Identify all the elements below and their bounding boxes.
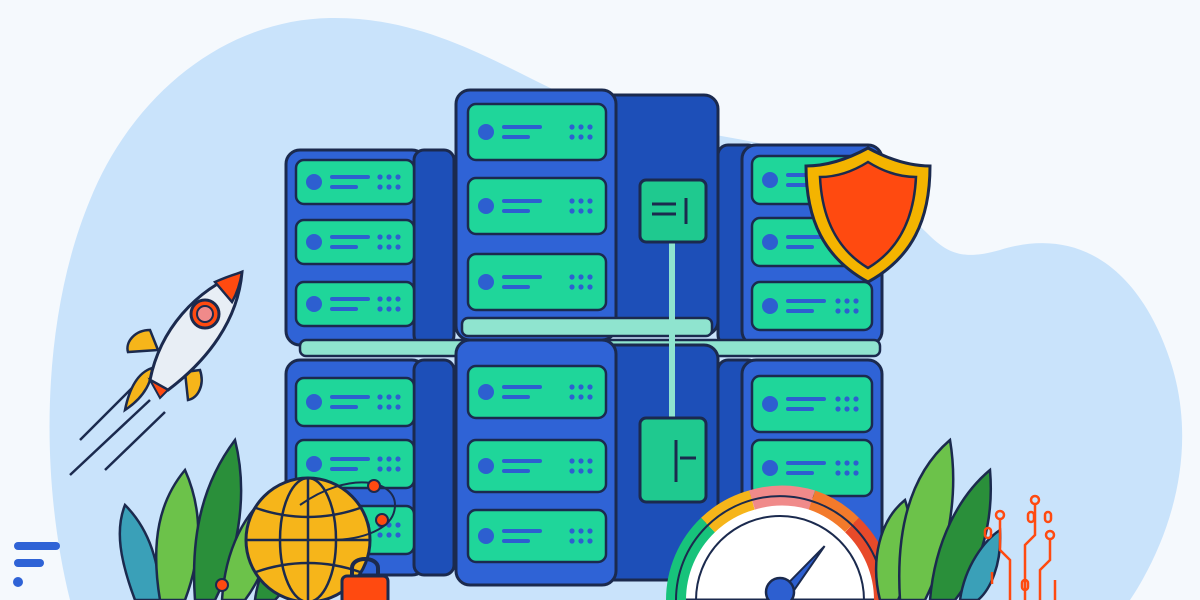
speed-gauge-icon xyxy=(666,485,894,600)
plant-icon xyxy=(874,437,1002,600)
circuit-icon xyxy=(983,494,1057,600)
server-panel xyxy=(294,218,416,266)
gauge-needle xyxy=(764,545,826,600)
server-panel xyxy=(466,438,608,494)
cable-tag xyxy=(638,178,708,504)
server-panel xyxy=(466,364,608,420)
server-panel xyxy=(750,280,874,332)
server-panel xyxy=(294,280,416,328)
rocket-icon xyxy=(69,269,244,476)
server-panel xyxy=(466,102,608,162)
rack-rail xyxy=(460,316,714,338)
padlock-icon xyxy=(340,557,390,600)
server-panel xyxy=(466,508,608,564)
server-panel xyxy=(294,376,416,428)
brand-logo-icon xyxy=(13,542,60,587)
server-panel xyxy=(466,252,608,312)
shield-icon xyxy=(804,146,932,284)
server-panel xyxy=(750,374,874,434)
globe-icon xyxy=(215,476,397,600)
server-panel xyxy=(466,176,608,236)
server-panel xyxy=(294,438,416,490)
server-panel xyxy=(294,158,416,206)
